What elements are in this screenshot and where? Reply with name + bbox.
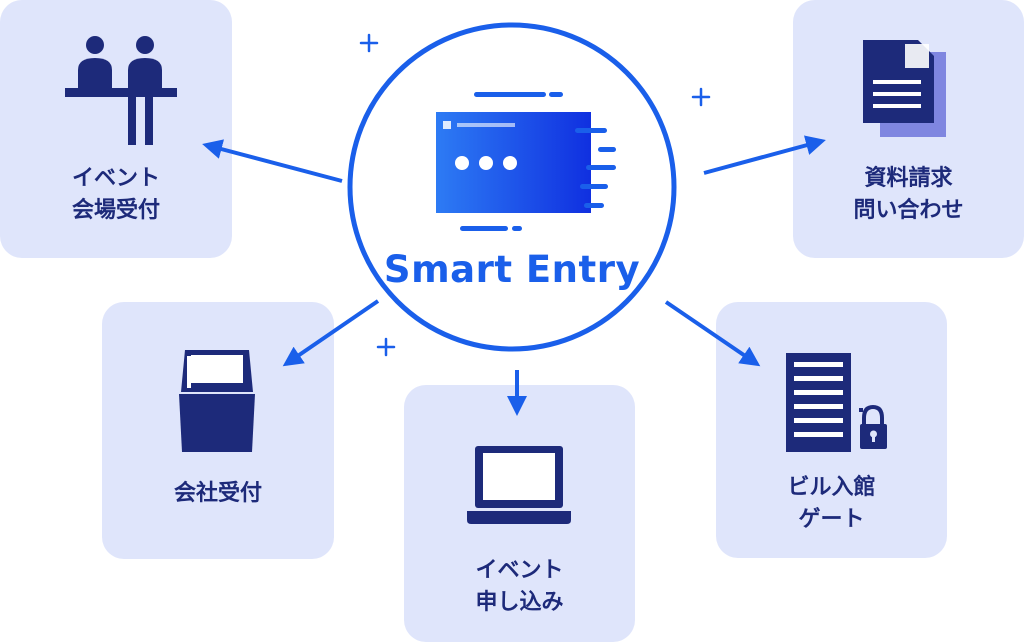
arrow-to-company-reception [282,299,380,367]
laptop-icon [467,446,571,524]
node-event-reception: イベント 会場受付 [0,0,232,258]
plus-icon [359,33,379,53]
arrow-to-document-request [703,135,826,175]
center-title: Smart Entry [383,248,641,291]
reception-people-icon [65,36,177,145]
node-label: 資料請求 問い合わせ [853,166,964,223]
arrow-to-event-reception [202,139,343,183]
node-label: イベント 申し込み [475,558,564,615]
plus-icon [691,87,711,107]
reception-kiosk-icon [179,350,255,452]
node-label: ビル入館 ゲート [787,475,876,532]
plus-icon [376,337,396,357]
node-label: 会社受付 [173,481,262,506]
arrow-to-building-gate [664,300,761,367]
node-label: イベント 会場受付 [71,166,160,223]
document-icon [863,40,946,137]
building-lock-icon [786,353,887,452]
entry-card-icon [436,92,616,231]
